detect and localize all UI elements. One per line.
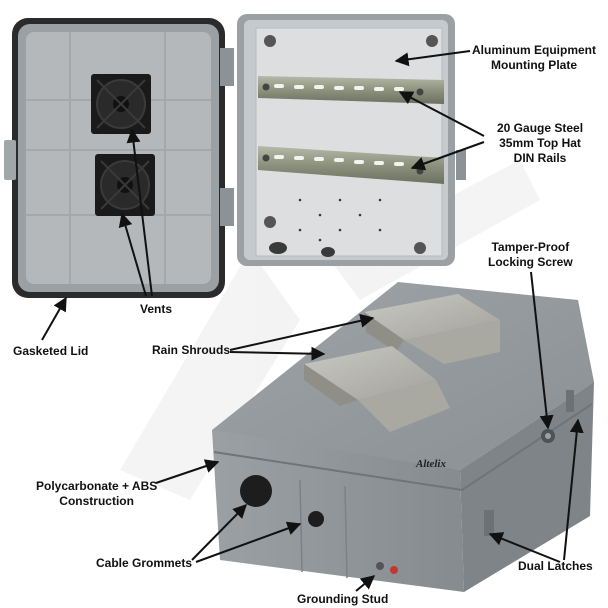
arrow-vents-upper [126, 128, 153, 297]
rain-shroud-upper [364, 294, 500, 364]
label-dual-latches: Dual Latches [518, 559, 593, 573]
din-rail-lower [258, 146, 444, 184]
arrow-aluminum-plate [394, 50, 471, 67]
arrow-grounding-stud [355, 575, 376, 592]
vent-fan-lower [95, 154, 155, 216]
arrow-grommet-large [191, 504, 247, 561]
grounding-stud [376, 562, 398, 574]
label-aluminum-plate: Aluminum Equipment Mounting Plate [472, 43, 596, 72]
arrow-tamper-screw [530, 271, 554, 430]
arrow-construction [155, 459, 220, 484]
arrow-vents-lower [118, 212, 147, 297]
arrow-din-rail-lower [410, 141, 485, 171]
arrow-latch-upper [563, 418, 584, 561]
cable-grommet-small [308, 511, 324, 527]
vent-fan-upper [91, 74, 151, 134]
brand-logo-text: Altelix [415, 458, 446, 470]
label-rain-shrouds: Rain Shrouds [152, 343, 231, 357]
arrow-gasketed-lid [41, 296, 67, 341]
rain-shroud-lower [304, 346, 450, 432]
arrow-rain-shroud-upper [229, 313, 375, 351]
label-grounding-stud: Grounding Stud [297, 592, 389, 606]
label-din-rails: 20 Gauge Steel 35mm Top Hat DIN Rails [497, 121, 584, 165]
label-construction: Polycarbonate + ABS Construction [36, 479, 158, 508]
arrow-rain-shroud-lower [229, 346, 326, 361]
label-gasketed-lid: Gasketed Lid [13, 344, 89, 358]
label-vents: Vents [140, 302, 173, 316]
din-rail-upper [258, 76, 444, 104]
arrow-latch-lower [488, 532, 561, 563]
label-cable-grommets: Cable Grommets [96, 556, 193, 570]
callout-arrows [41, 50, 584, 592]
brand-logo: Altelix [415, 458, 446, 470]
aluminum-mounting-plate [255, 27, 443, 257]
label-tamper-screw: Tamper-Proof Locking Screw [488, 240, 573, 269]
arrow-grommet-small [195, 521, 302, 563]
cable-grommet-large [240, 475, 272, 507]
arrow-din-rail-upper [398, 91, 485, 137]
